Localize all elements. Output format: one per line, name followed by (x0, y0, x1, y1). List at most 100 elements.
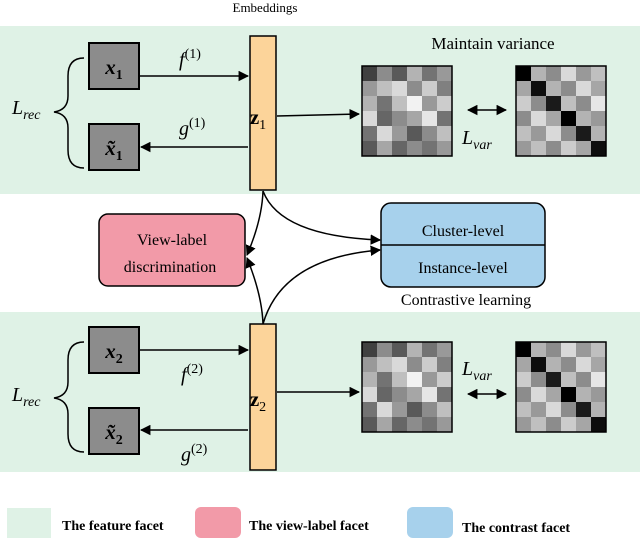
matrix-cell (377, 372, 393, 388)
contrastive-learning-label: Contrastive learning (401, 292, 531, 309)
legend: The feature facet The view-label facet T… (7, 507, 570, 538)
z2-embedding (249, 323, 277, 471)
matrix-cell (392, 111, 408, 127)
g1-label: g(1) (179, 116, 206, 140)
matrix-cell (362, 126, 378, 142)
z1-embedding (249, 35, 277, 191)
matrix-cell (377, 402, 393, 418)
matrix-cell (437, 111, 453, 127)
lrec-2-label: Lrec (11, 384, 41, 410)
matrix-cell (576, 81, 592, 97)
cluster-level-label: Cluster-level (422, 223, 505, 240)
matrix-cell (576, 372, 592, 388)
embeddings-label: Embeddings (233, 0, 298, 15)
legend-swatch-view-label (195, 507, 241, 538)
matrix-cell (377, 126, 393, 142)
matrix-cell (561, 402, 577, 418)
matrix-cell (422, 402, 438, 418)
legend-swatch-contrast (407, 507, 453, 538)
matrix-cell (561, 96, 577, 112)
matrix-cell (531, 402, 547, 418)
matrix-cell (531, 66, 547, 82)
x1-label: x1 (104, 55, 123, 83)
matrix-cell (437, 387, 453, 403)
matrix-cell (561, 417, 577, 433)
variance-matrix-1a (361, 65, 453, 157)
matrix-cell (576, 96, 592, 112)
matrix-cell (591, 141, 607, 157)
matrix-cell (546, 402, 562, 418)
matrix-cell (516, 402, 532, 418)
matrix-cell (591, 342, 607, 358)
lrec-1-label: Lrec (11, 97, 41, 123)
matrix-cell (422, 126, 438, 142)
z2-to-view-label-arrow (245, 257, 264, 325)
matrix-cell (392, 66, 408, 82)
matrix-cell (422, 96, 438, 112)
matrix-cell (576, 141, 592, 157)
matrix-cell (377, 417, 393, 433)
matrix-cell (392, 141, 408, 157)
matrix-cell (531, 417, 547, 433)
legend-label-view-label: The view-label facet (249, 519, 369, 534)
matrix-cell (437, 126, 453, 142)
matrix-cell (576, 111, 592, 127)
z1-to-contrast-arrow (262, 190, 382, 245)
matrix-cell (392, 372, 408, 388)
instance-level-label: Instance-level (418, 260, 508, 277)
matrix-cell (392, 81, 408, 97)
matrix-cell (422, 111, 438, 127)
matrix-cell (392, 357, 408, 373)
matrix-cell (546, 357, 562, 373)
matrix-cell (422, 387, 438, 403)
matrix-cell (422, 342, 438, 358)
matrix-cell (362, 387, 378, 403)
legend-swatch-feature (7, 508, 51, 538)
matrix-cell (516, 126, 532, 142)
matrix-cell (576, 66, 592, 82)
matrix-cell (591, 66, 607, 82)
x1-node (88, 42, 140, 90)
g2-label: g(2) (181, 442, 208, 466)
matrix-cell (437, 81, 453, 97)
matrix-border (361, 65, 453, 157)
matrix-cell (362, 417, 378, 433)
matrix-cell (392, 342, 408, 358)
matrix-cell (531, 372, 547, 388)
matrix-cell (407, 81, 423, 97)
matrix-cell (591, 111, 607, 127)
matrix-cell (591, 372, 607, 388)
maintain-variance-label: Maintain variance (431, 34, 554, 53)
z2-to-contrast-arrow (262, 245, 382, 325)
matrix-cell (561, 126, 577, 142)
matrix-cell (516, 357, 532, 373)
variance-matrix-2b (515, 341, 607, 433)
matrix-cell (561, 387, 577, 403)
matrix-cell (546, 111, 562, 127)
matrix-cell (362, 402, 378, 418)
matrix-cell (561, 66, 577, 82)
matrix-cell (437, 342, 453, 358)
legend-label-feature: The feature facet (62, 519, 164, 534)
view-1-group: Lrec x1 x̃1 f(1) g(1) z1 Lvar (11, 35, 607, 191)
matrix-cell (437, 141, 453, 157)
matrix-cell (516, 111, 532, 127)
matrix-cell (591, 126, 607, 142)
lrec-1-brace (53, 57, 85, 169)
matrix-border (361, 341, 453, 433)
matrix-cell (422, 357, 438, 373)
z1-to-matrix-arrow (276, 108, 361, 120)
matrix-cell (516, 96, 532, 112)
matrix-cell (591, 357, 607, 373)
matrix-cell (531, 357, 547, 373)
matrix-cell (422, 66, 438, 82)
matrix-cell (362, 372, 378, 388)
matrix-border (515, 341, 607, 433)
matrix-cell (422, 81, 438, 97)
matrix-cell (561, 111, 577, 127)
view-label-discrimination-box (98, 213, 246, 287)
matrix-cell (362, 66, 378, 82)
view-label-line2: discrimination (124, 259, 216, 276)
matrix-cell (407, 66, 423, 82)
